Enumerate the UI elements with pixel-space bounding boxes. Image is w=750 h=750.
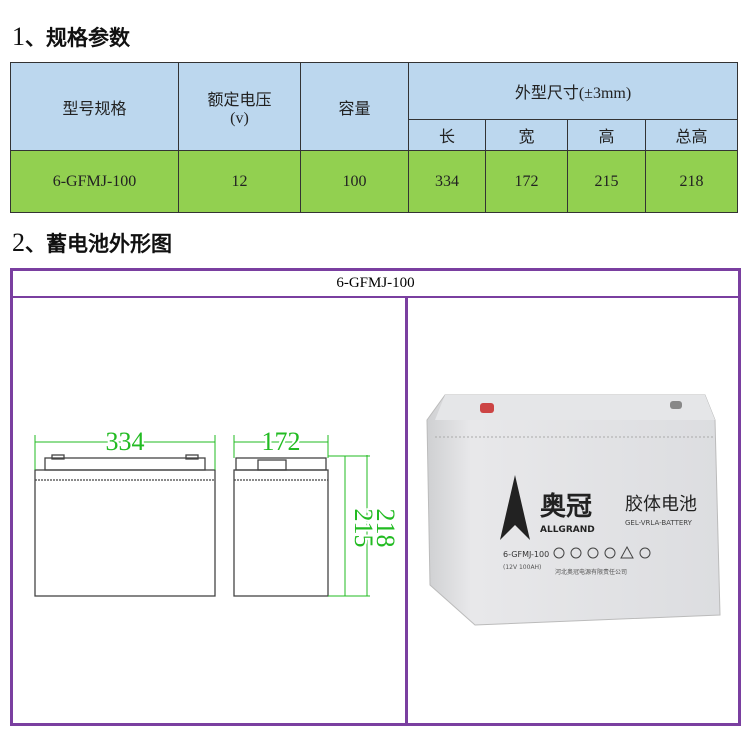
section-2-heading: 2、蓄电池外形图	[12, 228, 172, 257]
header-width: 宽	[485, 119, 568, 151]
negative-terminal-icon	[670, 401, 682, 409]
outline-drawing-frame: 6-GFMJ-100	[10, 268, 741, 726]
cell-length: 334	[408, 150, 486, 213]
header-dimensions: 外型尺寸(±3mm)	[408, 62, 738, 120]
dimension-drawing: 334 172 215 218	[34, 425, 400, 597]
drawing-model-label: 6-GFMJ-100	[13, 271, 738, 298]
spec-table: 型号规格 额定电压(v) 容量 外型尺寸(±3mm) 长 宽 高 总高 6-GF…	[10, 62, 738, 213]
cell-capacity: 100	[300, 150, 409, 213]
cell-width: 172	[485, 150, 568, 213]
header-voltage: 额定电压(v)	[178, 62, 301, 151]
dim-height-label: 215	[349, 509, 378, 548]
product-cn: 胶体电池	[625, 494, 697, 515]
cell-total-height: 218	[645, 150, 738, 213]
dim-width-label: 172	[262, 427, 301, 456]
header-model: 型号规格	[10, 62, 179, 151]
front-view-lid	[44, 457, 206, 471]
dim-total-height-label: 218	[371, 509, 400, 548]
product-en: GEL-VRLA-BATTERY	[625, 519, 693, 527]
header-height: 高	[567, 119, 646, 151]
photo-company: 河北奥冠电源有限责任公司	[555, 568, 627, 576]
side-view-body	[233, 469, 329, 597]
brand-logo-icon	[500, 475, 530, 540]
dim-length-label: 334	[106, 427, 145, 456]
header-length: 长	[408, 119, 486, 151]
warning-symbols-icon	[553, 545, 651, 559]
brand-cn: 奥冠	[540, 491, 592, 522]
header-total-height: 总高	[645, 119, 738, 151]
photo-model: 6-GFMJ-100	[503, 550, 549, 559]
section-1-heading: 1、规格参数	[12, 22, 130, 51]
frame-divider	[405, 298, 408, 723]
battery-photo: 奥冠 ALLGRAND 胶体电池 GEL-VRLA-BATTERY 6-GFMJ…	[426, 394, 721, 626]
cell-model: 6-GFMJ-100	[10, 150, 179, 213]
brand-en: ALLGRAND	[540, 525, 595, 535]
table-row: 6-GFMJ-100 12 100 334 172 215 218	[10, 150, 738, 213]
positive-terminal-icon	[480, 403, 494, 413]
photo-spec: (12V 100AH)	[503, 564, 541, 571]
cell-height: 215	[567, 150, 646, 213]
header-capacity: 容量	[300, 62, 409, 151]
cell-voltage: 12	[178, 150, 301, 213]
front-view-body	[34, 469, 216, 597]
